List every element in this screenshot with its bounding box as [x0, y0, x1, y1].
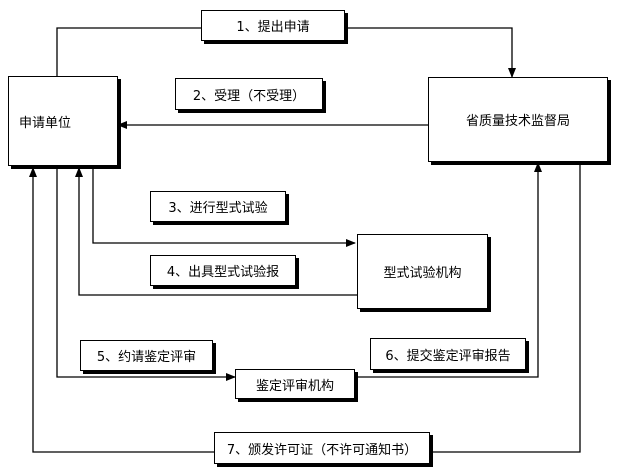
- step-3-label: 3、进行型式试验: [150, 191, 286, 222]
- eval-org-label: 鉴定评审机构: [255, 378, 334, 394]
- arrow-submit-evaluation-report: [355, 162, 542, 378]
- arrow-conduct-type-test: [92, 166, 356, 247]
- type-test-org-label: 型式试验机构: [383, 266, 462, 281]
- step-5-text: 5、约请鉴定评审: [96, 350, 197, 365]
- eval-org-box: 鉴定评审机构: [235, 369, 355, 399]
- step-5-label: 5、约请鉴定评审: [80, 340, 213, 371]
- arrow-issue-license: [29, 162, 581, 453]
- step-3-text: 3、进行型式试验: [168, 201, 268, 216]
- step-4-text: 4、出具型式试验报: [166, 265, 280, 280]
- arrow-type-test-report: [75, 167, 357, 296]
- step-1-label: 1、提出申请: [201, 10, 345, 41]
- step-6-text: 6、提交鉴定评审报告: [385, 348, 511, 364]
- bureau-box: 省质量技术监督局: [428, 77, 608, 162]
- type-test-org-box: 型式试验机构: [357, 234, 488, 309]
- step-4-label: 4、出具型式试验报: [150, 255, 296, 286]
- arrow-invite-evaluation: [56, 166, 236, 381]
- bureau-label: 省质量技术监督局: [465, 114, 570, 129]
- step-7-label: 7、颁发许可证（不许可通知书）: [214, 432, 430, 464]
- step-7-text: 7、颁发许可证（不许可通知书）: [226, 442, 418, 458]
- step-2-text: 2、受理（不受理）: [192, 88, 306, 104]
- applicant-label: 申请单位: [19, 115, 72, 131]
- applicant-box: 申请单位: [8, 76, 118, 166]
- step-1-text: 1、提出申请: [236, 20, 310, 35]
- step-2-label: 2、受理（不受理）: [175, 78, 323, 110]
- step-6-label: 6、提交鉴定评审报告: [370, 338, 526, 370]
